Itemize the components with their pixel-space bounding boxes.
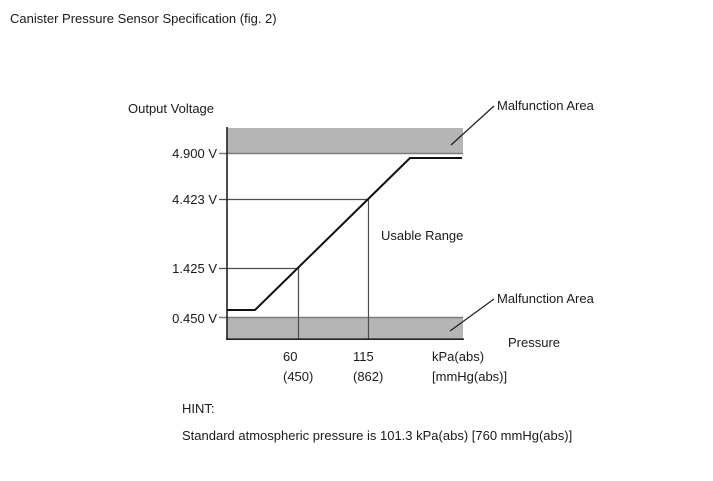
- annotation-usable-range: Usable Range: [381, 228, 464, 243]
- x-axis-unit-mmhg: [mmHg(abs)]: [432, 369, 508, 384]
- x-tick-60-kpa: 60: [283, 349, 298, 364]
- x-axis-units: kPa(abs) [mmHg(abs)]: [432, 347, 507, 387]
- sensor-output-curve: [227, 157, 462, 311]
- x-tick-115-mmhg: (862): [353, 369, 384, 384]
- hint-text: Standard atmospheric pressure is 101.3 k…: [182, 428, 573, 443]
- y-tick-4900: 4.900 V: [172, 146, 217, 161]
- malfunction-band-bottom: [227, 317, 463, 339]
- x-tick-115: 115 (862): [353, 347, 383, 387]
- x-tick-60-mmhg: (450): [283, 369, 314, 384]
- malfunction-band-top: [227, 128, 463, 153]
- annotation-malfunction-area-bottom: Malfunction Area: [497, 291, 594, 306]
- hint-label: HINT:: [182, 401, 215, 416]
- y-tick-1425: 1.425 V: [172, 261, 217, 276]
- y-axis-label: Output Voltage: [128, 101, 215, 116]
- x-axis-label: Pressure: [508, 335, 561, 350]
- x-tick-60: 60 (450): [283, 347, 313, 387]
- figure-title: Canister Pressure Sensor Specification (…: [10, 11, 277, 26]
- annotation-malfunction-area-top: Malfunction Area: [497, 98, 594, 113]
- leader-line-malfunction-top: [450, 105, 495, 146]
- leader-line-malfunction-bottom: [449, 298, 495, 332]
- y-tick-0450: 0.450 V: [172, 311, 217, 326]
- y-tick-4423: 4.423 V: [172, 192, 217, 207]
- x-tick-115-kpa: 115: [353, 349, 374, 364]
- x-axis-unit-kpa: kPa(abs): [432, 349, 485, 364]
